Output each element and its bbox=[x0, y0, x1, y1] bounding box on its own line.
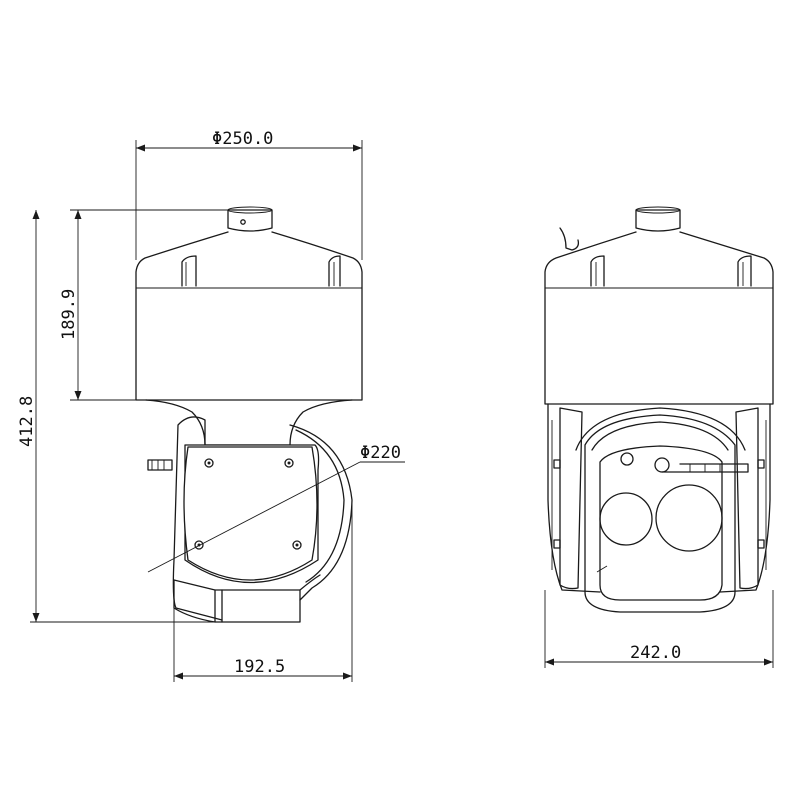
total-height-label: 412.8 bbox=[17, 396, 37, 447]
dimension-lines bbox=[30, 140, 774, 682]
pan-diameter-label: Φ220 bbox=[360, 443, 401, 463]
side-depth-label: 192.5 bbox=[234, 657, 285, 677]
front-width-label: 242.0 bbox=[630, 643, 681, 663]
top-diameter-label: Φ250.0 bbox=[212, 129, 273, 149]
front-view bbox=[544, 206, 774, 613]
side-view bbox=[135, 206, 405, 623]
dome-height-label: 189.9 bbox=[59, 289, 79, 340]
